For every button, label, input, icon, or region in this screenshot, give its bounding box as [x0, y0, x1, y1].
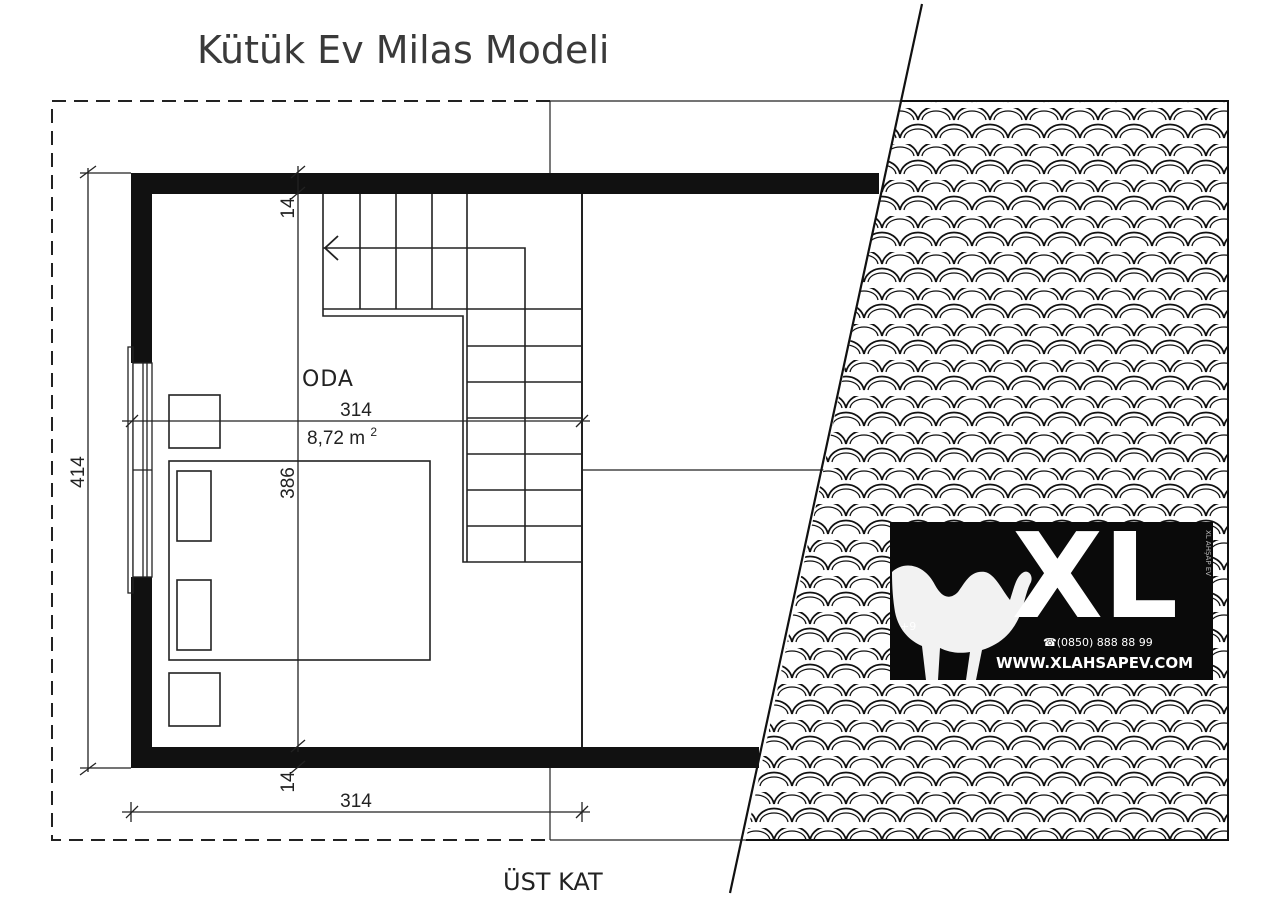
room-area-value: 8,72 m: [307, 428, 365, 449]
room-area: 8,72 m 2: [307, 425, 377, 449]
logo-website: WWW.XLAHSAPEV.COM: [996, 654, 1193, 672]
dim-wall-top: 14: [278, 197, 299, 219]
wall-top: [131, 173, 879, 194]
pillow-bottom: [176, 579, 212, 651]
pillow-top: [176, 470, 212, 542]
floor-label: ÜST KAT: [503, 867, 603, 896]
dimension-lines: [79, 165, 590, 822]
logo-phone: ☎(0850) 888 88 99: [1043, 636, 1153, 649]
nightstand-bottom: [168, 672, 221, 727]
dim-wall-bottom: 14: [278, 771, 299, 793]
room-name: ODA: [302, 367, 354, 392]
window: [127, 346, 153, 594]
camel-icon: [892, 565, 1032, 680]
brand-logo: XL +9 ☎(0850) 888 88 99 WWW.XLAHSAPEV.CO…: [890, 507, 1213, 680]
logo-letters: XL: [1012, 507, 1178, 645]
stair-direction-arrow: [323, 235, 339, 261]
wall-left-lower: [131, 577, 152, 768]
wall-bottom: [131, 747, 759, 768]
walls: [131, 173, 879, 768]
staircase: [322, 194, 582, 563]
logo-country-code: +9: [900, 620, 916, 633]
dim-bottom-width: 314: [340, 791, 372, 812]
wall-left-upper: [131, 173, 152, 363]
dashed-footprint-outline: [51, 100, 550, 841]
furniture: [168, 394, 431, 727]
room-area-sup: 2: [370, 425, 377, 439]
page-title: Kütük Ev Milas Modeli: [197, 28, 609, 72]
dim-room-width: 314: [340, 400, 372, 421]
logo-vertical-text: XL AHŞAP EV: [1204, 530, 1212, 576]
dim-room-depth: 386: [278, 467, 299, 499]
bed: [168, 460, 431, 661]
dim-overall-height: 414: [68, 456, 89, 488]
section-cut-line: [728, 3, 924, 894]
